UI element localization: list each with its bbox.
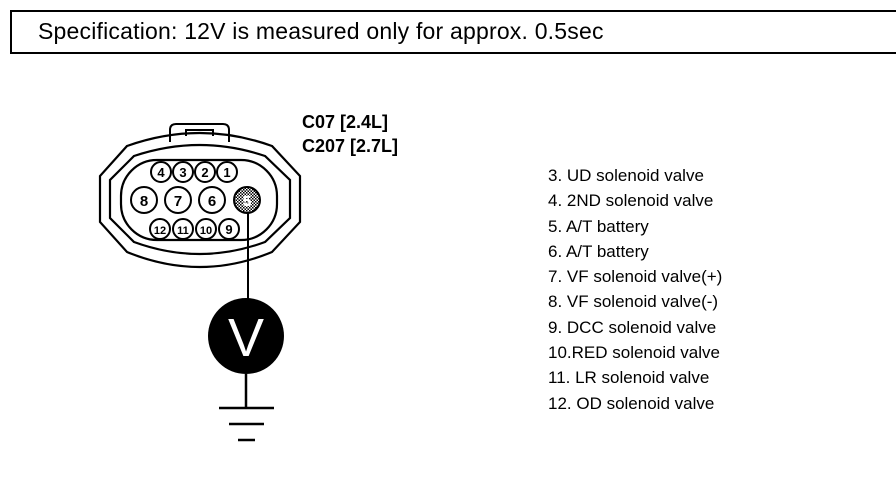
legend-item: 3. UD solenoid valve (548, 166, 704, 185)
pin-9: 9 (218, 218, 240, 240)
svg-text:6: 6 (208, 193, 216, 210)
svg-text:V: V (228, 308, 264, 368)
pin-12: 12 (149, 218, 171, 240)
svg-text:8: 8 (140, 193, 148, 210)
specification-box: Specification: 12V is measured only for … (10, 10, 896, 54)
pin-row-bottom: 12 11 10 9 (149, 218, 240, 240)
svg-text:3: 3 (179, 165, 186, 180)
svg-text:4: 4 (157, 165, 165, 180)
specification-text: Specification: 12V is measured only for … (38, 18, 604, 44)
legend-item: 5. A/T battery (548, 216, 649, 236)
svg-text:5: 5 (243, 193, 251, 210)
connector-label-c07: C07 [2.4L] (302, 112, 389, 132)
svg-text:1: 1 (223, 165, 230, 180)
ground-symbol (219, 374, 274, 442)
legend-item: 8. VF solenoid valve(-) (548, 292, 719, 312)
pin-8: 8 (130, 186, 158, 214)
legend-item: 7. VF solenoid valve(+) (548, 267, 723, 287)
svg-text:2: 2 (201, 165, 208, 180)
legend-item: 9. DCC solenoid valve (548, 317, 717, 337)
pin-7: 7 (164, 186, 192, 214)
pin-4: 4 (150, 161, 172, 183)
legend-item: 6. A/T battery (548, 241, 649, 261)
pin-2: 2 (194, 161, 216, 183)
voltmeter-symbol: V (208, 298, 284, 374)
pin-3: 3 (172, 161, 194, 183)
svg-text:9: 9 (225, 222, 232, 237)
legend-item: 12. OD solenoid valve (548, 393, 715, 413)
connector-housing (98, 131, 302, 269)
pin-11: 11 (172, 218, 194, 240)
pin-5-measured: 5 (233, 186, 261, 214)
pin-6: 6 (198, 186, 226, 214)
pin-legend: 3. UD solenoid valve 4. 2ND solenoid val… (548, 163, 722, 416)
connector-labels: C07 [2.4L] C207 [2.7L] (302, 110, 398, 158)
pin-row-middle: 8 7 6 5 (130, 186, 261, 214)
pin-row-top: 4 3 2 1 (150, 161, 238, 183)
legend-item: 11. LR solenoid valve (548, 368, 710, 388)
pin-1: 1 (216, 161, 238, 183)
svg-text:12: 12 (154, 225, 166, 237)
connector-latch (169, 123, 230, 142)
svg-text:11: 11 (177, 225, 189, 237)
pin-10: 10 (195, 218, 217, 240)
connector-label-c207: C207 [2.7L] (302, 136, 399, 156)
legend-item: 4. 2ND solenoid valve (548, 191, 714, 211)
legend-item: 10.RED solenoid valve (548, 343, 720, 363)
svg-text:7: 7 (174, 193, 182, 210)
svg-text:10: 10 (200, 225, 212, 237)
